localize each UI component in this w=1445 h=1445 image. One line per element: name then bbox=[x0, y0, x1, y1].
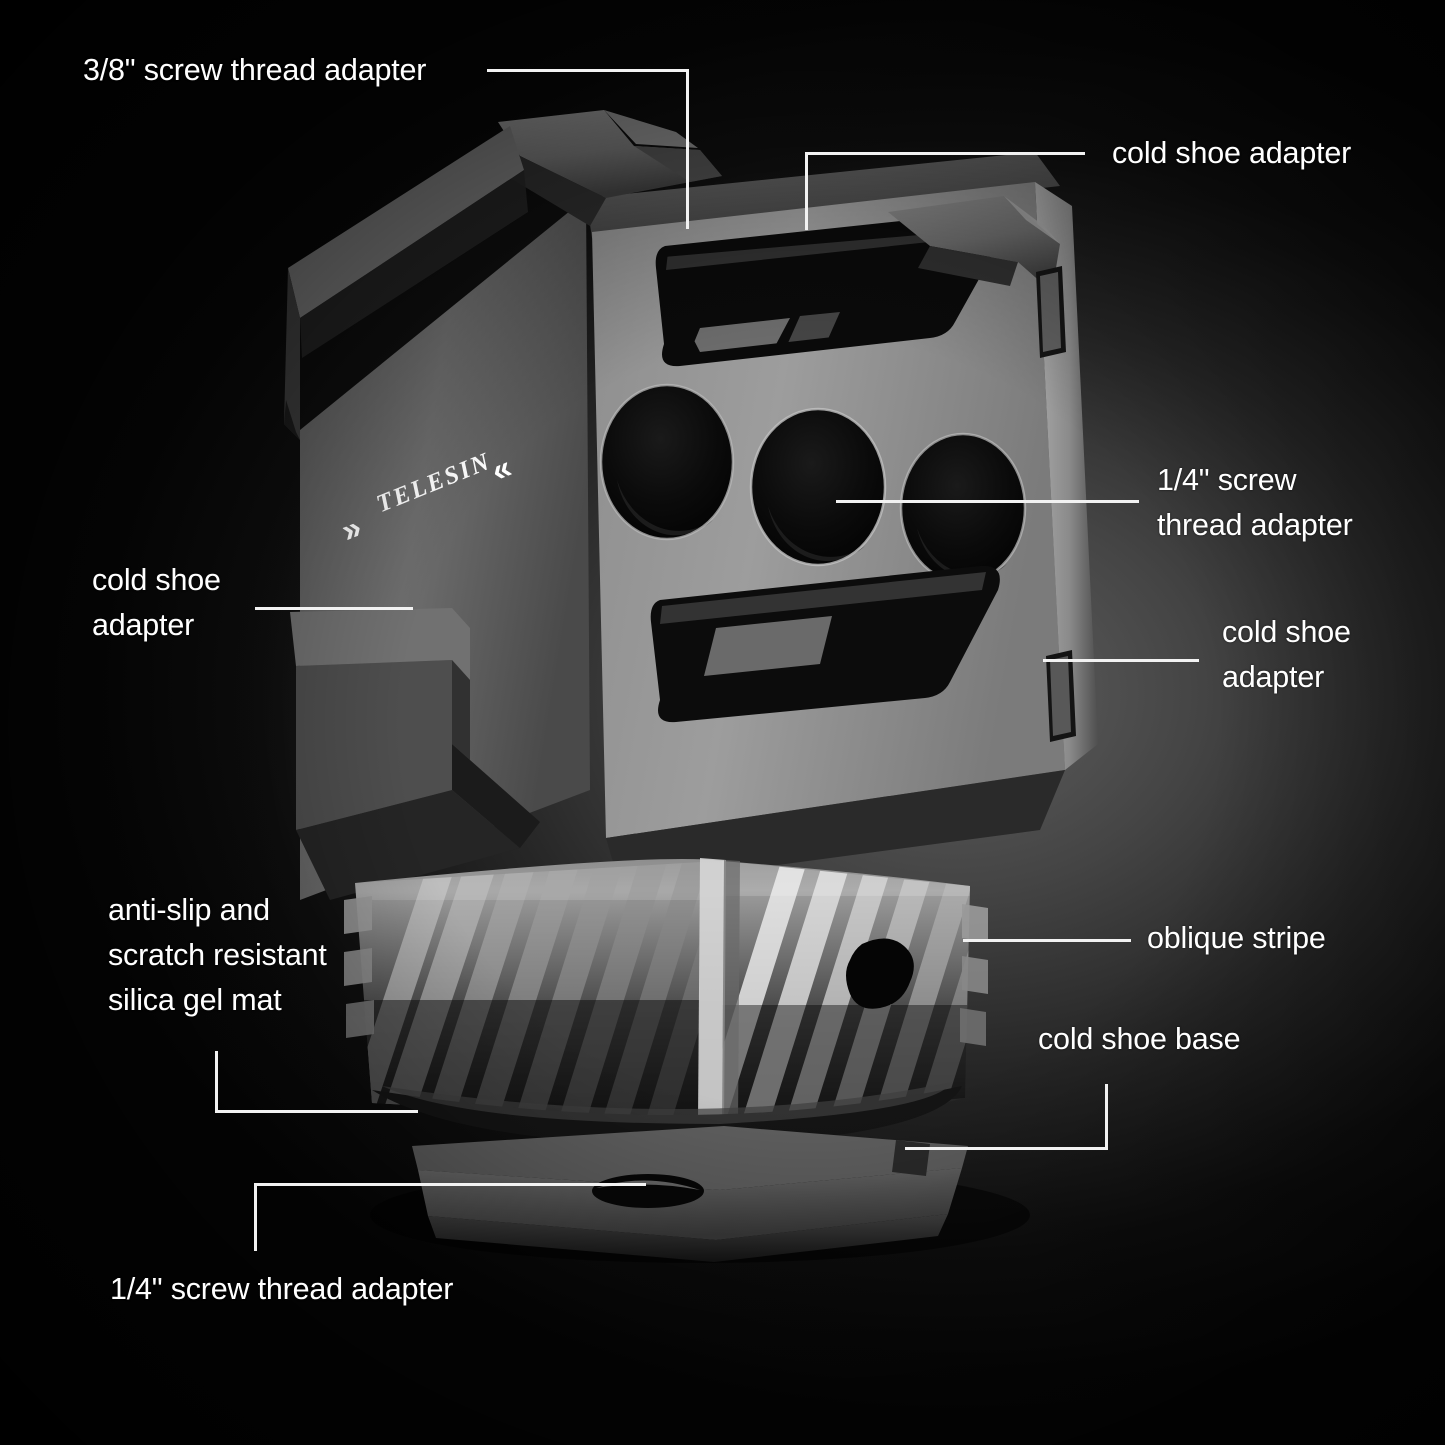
leader-line-screw14-right bbox=[836, 500, 1139, 503]
leader-line-screw14-bottom-horizontal bbox=[254, 1183, 646, 1186]
annotation-screw14-right: 1/4" screw thread adapter bbox=[1157, 463, 1353, 542]
leader-line-oblique-stripe bbox=[963, 939, 1131, 942]
leader-line-coldshoe-top-vertical bbox=[805, 152, 808, 230]
leader-line-coldshoe-right bbox=[1043, 659, 1199, 662]
annotation-screw38-top: 3/8" screw thread adapter bbox=[83, 53, 427, 87]
leader-line-coldshoe-base-horizontal bbox=[905, 1147, 1108, 1150]
leader-line-silica-horizontal bbox=[215, 1110, 418, 1113]
leader-line-screw38-vertical bbox=[686, 69, 689, 229]
leader-line-coldshoe-top-horizontal bbox=[805, 152, 1085, 155]
annotation-oblique-stripe: oblique stripe bbox=[1147, 921, 1326, 955]
annotation-coldshoe-left: cold shoe adapter bbox=[92, 563, 221, 642]
leader-line-screw14-bottom-vertical bbox=[254, 1183, 257, 1251]
leader-line-screw38-horizontal bbox=[487, 69, 689, 72]
annotation-coldshoe-right: cold shoe adapter bbox=[1222, 615, 1351, 694]
annotation-screw14-bottom: 1/4" screw thread adapter bbox=[110, 1272, 454, 1306]
annotation-coldshoe-base: cold shoe base bbox=[1038, 1022, 1241, 1056]
leader-line-silica-vertical bbox=[215, 1051, 218, 1113]
leader-line-coldshoe-left bbox=[255, 607, 413, 610]
annotation-coldshoe-top: cold shoe adapter bbox=[1112, 136, 1352, 170]
leader-line-coldshoe-base-vertical bbox=[1105, 1084, 1108, 1150]
annotation-silica-mat: anti-slip and scratch resistant silica g… bbox=[108, 893, 327, 1017]
